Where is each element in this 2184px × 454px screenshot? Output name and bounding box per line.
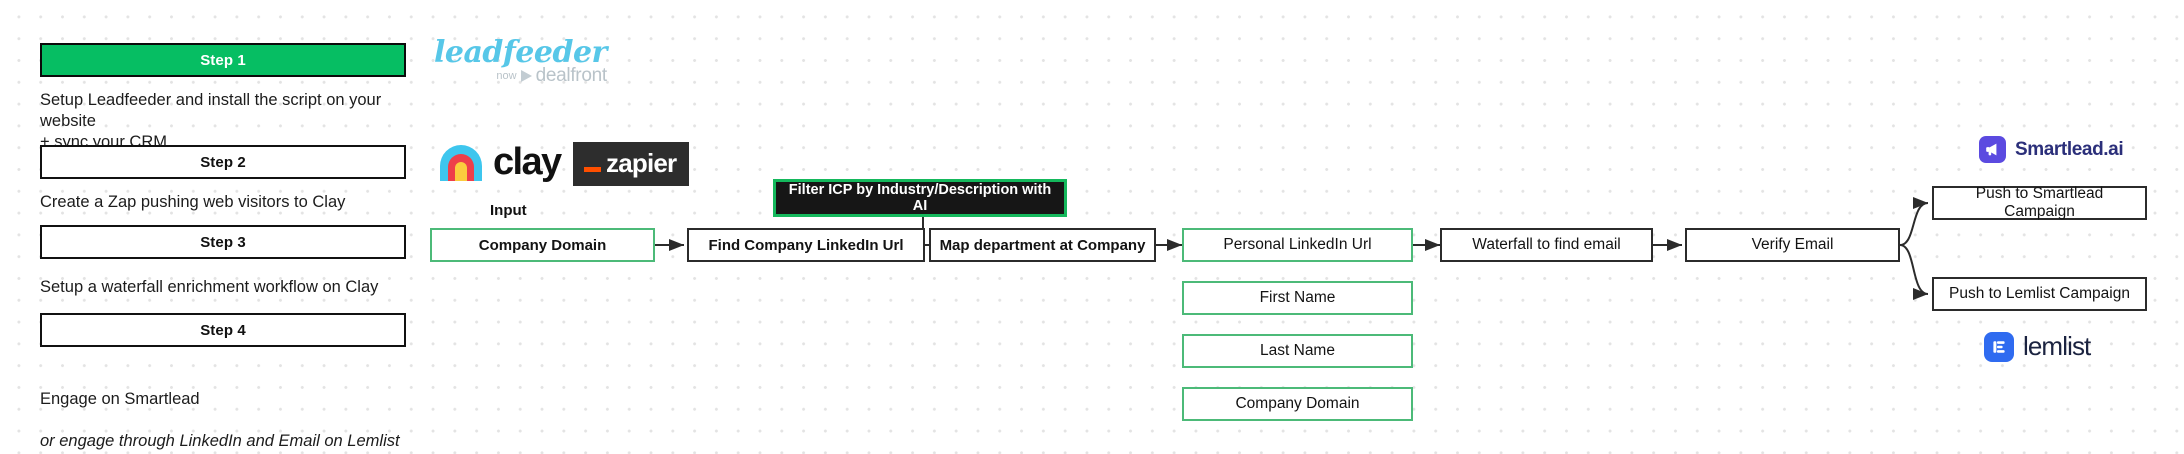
leadfeeder-wordmark: leadfeeder <box>434 35 607 70</box>
step-2-button[interactable]: Step 2 <box>40 145 406 179</box>
node-company-domain-input[interactable]: Company Domain <box>430 228 655 262</box>
leadfeeder-now-label: now <box>496 70 517 82</box>
node-personal-linkedin-url[interactable]: Personal LinkedIn Url <box>1182 228 1413 262</box>
clay-wordmark: clay <box>493 141 562 183</box>
zapier-dash-icon <box>584 167 601 172</box>
node-filter-icp[interactable]: Filter ICP by Industry/Description with … <box>773 179 1067 217</box>
step-2-description: Create a Zap pushing web visitors to Cla… <box>40 193 346 211</box>
zapier-wordmark: zapier <box>606 148 677 178</box>
step-4-button[interactable]: Step 4 <box>40 313 406 347</box>
clay-logo: clay <box>437 141 562 184</box>
step-4-description-line2: or engage through LinkedIn and Email on … <box>40 431 400 450</box>
node-waterfall-find-email[interactable]: Waterfall to find email <box>1440 228 1653 262</box>
leadfeeder-byline: now dealfront <box>434 65 607 87</box>
lemlist-logo: lemlist <box>1984 331 2091 362</box>
node-map-department[interactable]: Map department at Company <box>929 228 1156 262</box>
step-4-description: Engage on Smartlead or engage through Li… <box>40 368 440 454</box>
node-company-domain-output[interactable]: Company Domain <box>1182 387 1413 421</box>
node-last-name[interactable]: Last Name <box>1182 334 1413 368</box>
node-verify-email[interactable]: Verify Email <box>1685 228 1900 262</box>
input-caption: Input <box>490 202 527 219</box>
step-1-button[interactable]: Step 1 <box>40 43 406 77</box>
clay-arch-icon <box>440 144 482 181</box>
wire-verify-to-smartlead <box>1899 197 1929 246</box>
node-first-name[interactable]: First Name <box>1182 281 1413 315</box>
node-find-company-linkedin[interactable]: Find Company LinkedIn Url <box>687 228 925 262</box>
leadfeeder-logo: leadfeeder now dealfront <box>434 38 607 87</box>
step-1-description: Setup Leadfeeder and install the script … <box>40 91 382 151</box>
lemlist-mark-icon <box>1984 331 2014 362</box>
megaphone-icon <box>1979 136 2006 163</box>
step-3-button[interactable]: Step 3 <box>40 225 406 259</box>
step-3-description: Setup a waterfall enrichment workflow on… <box>40 278 379 296</box>
smartlead-wordmark: Smartlead.ai <box>2015 138 2124 160</box>
step-4-description-line1: Engage on Smartlead <box>40 389 200 408</box>
smartlead-logo: Smartlead.ai <box>1979 136 2124 163</box>
wire-verify-to-lemlist <box>1899 244 1929 300</box>
lemlist-wordmark: lemlist <box>2023 331 2091 361</box>
zapier-logo: zapier <box>573 142 690 186</box>
chevron-right-icon <box>520 70 532 82</box>
node-push-smartlead-campaign[interactable]: Push to Smartlead Campaign <box>1932 185 2147 220</box>
dealfront-wordmark: dealfront <box>535 65 608 86</box>
node-push-lemlist-campaign[interactable]: Push to Lemlist Campaign <box>1932 277 2147 311</box>
